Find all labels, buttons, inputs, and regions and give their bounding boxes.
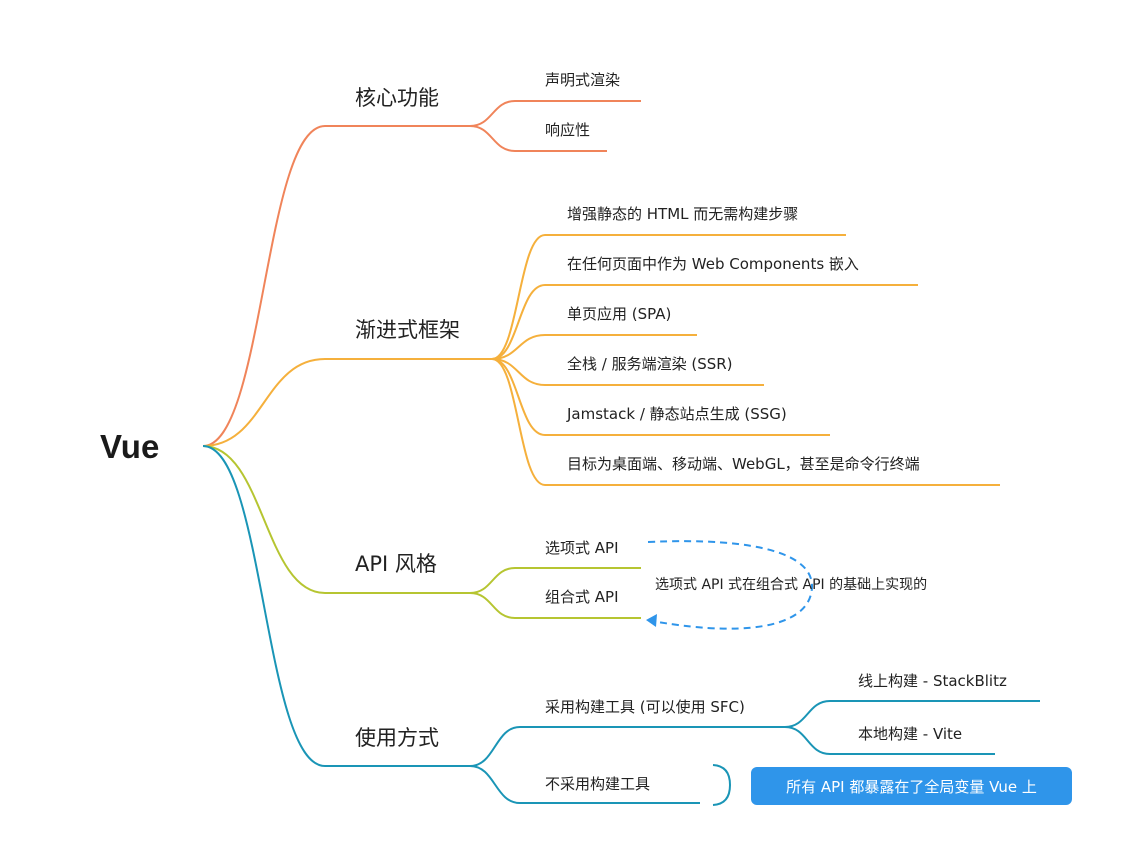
leaf-options-api: 选项式 API <box>545 539 619 557</box>
relation-arrowhead <box>646 614 657 627</box>
connector-progressive-leaf <box>491 234 846 360</box>
leaf-stackblitz: 线上构建 - StackBlitz <box>858 672 1007 690</box>
connector-api <box>202 445 470 594</box>
global-vue-callout: 所有 API 都暴露在了全局变量 Vue 上 <box>751 767 1072 805</box>
connector-reactivity <box>469 125 607 152</box>
connector-progressive <box>202 358 492 447</box>
connector-composition-api <box>469 592 641 619</box>
connector-options-api <box>469 567 641 594</box>
leaf-composition-api: 组合式 API <box>545 588 619 606</box>
connector-core <box>202 125 470 447</box>
branch-api-style: API 风格 <box>355 552 437 576</box>
connector-progressive-leaf <box>491 358 1000 486</box>
leaf-with-build-tools: 采用构建工具 (可以使用 SFC) <box>545 698 745 716</box>
leaf-declarative-rendering: 声明式渲染 <box>545 71 621 89</box>
leaf-vite: 本地构建 - Vite <box>858 725 963 743</box>
connector-declarative <box>469 100 641 127</box>
connector-without-build <box>469 765 700 804</box>
relation-arrow <box>647 540 814 630</box>
connector-stackblitz <box>784 700 1040 728</box>
connector-with-build <box>469 726 785 767</box>
branch-progressive-framework: 渐进式框架 <box>355 318 460 342</box>
leaf-reactivity: 响应性 <box>545 121 591 139</box>
connector-progressive-leaf <box>491 334 697 360</box>
leaf-ssr: 全栈 / 服务端渲染 (SSR) <box>567 355 733 373</box>
connector-progressive-leaf <box>491 358 764 386</box>
leaf-web-components: 在任何页面中作为 Web Components 嵌入 <box>567 255 859 273</box>
connector-progressive-leaf <box>491 358 830 436</box>
leaf-ssg: Jamstack / 静态站点生成 (SSG) <box>567 405 787 423</box>
leaf-enhance-static-html: 增强静态的 HTML 而无需构建步骤 <box>567 205 799 223</box>
connector-vite <box>784 726 995 755</box>
branch-usage: 使用方式 <box>355 726 439 750</box>
leaf-spa: 单页应用 (SPA) <box>567 305 672 323</box>
brace-without-build <box>712 764 732 806</box>
relation-note: 选项式 API 式在组合式 API 的基础上实现的 <box>655 577 928 593</box>
connector-progressive-leaf <box>491 284 918 360</box>
leaf-without-build-tools: 不采用构建工具 <box>545 775 651 793</box>
root-node-vue: Vue <box>100 428 160 465</box>
branch-core-features: 核心功能 <box>355 86 439 110</box>
leaf-desktop-mobile-webgl: 目标为桌面端、移动端、WebGL，甚至是命令行终端 <box>567 455 920 473</box>
connector-usage <box>202 445 470 767</box>
